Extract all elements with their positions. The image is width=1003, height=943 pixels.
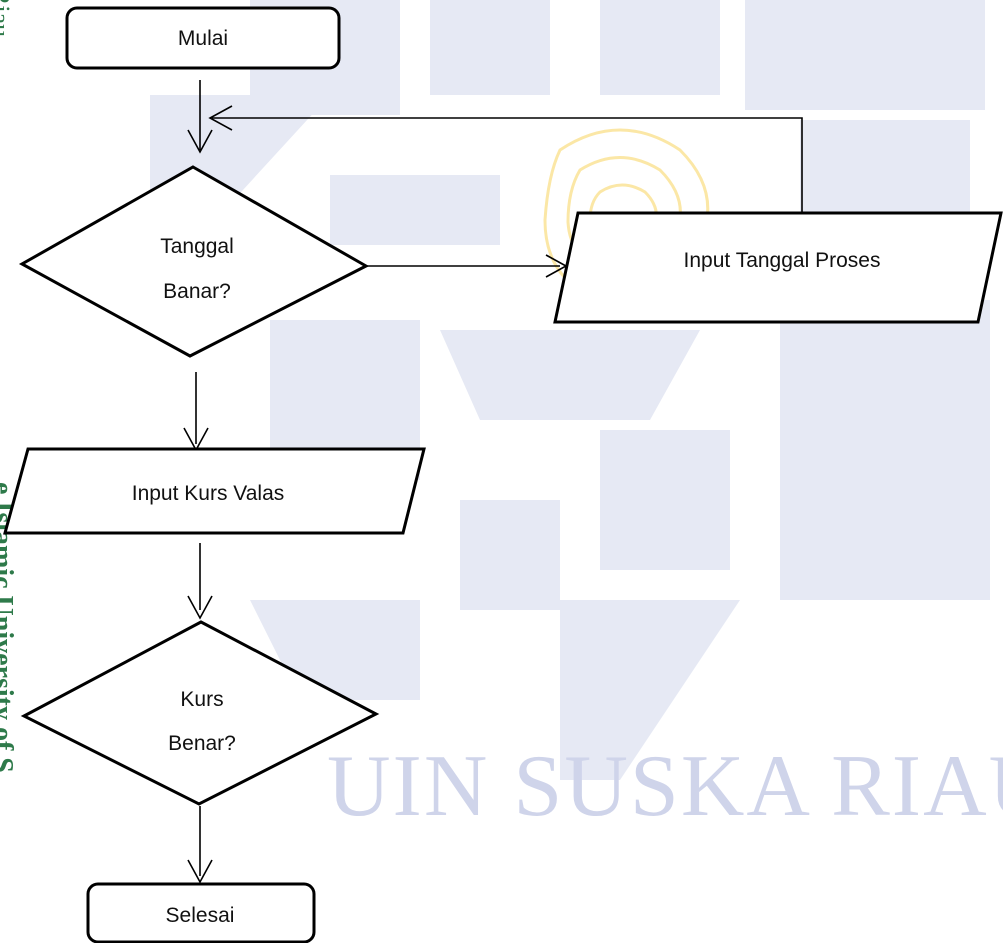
flowchart-node-decision-date: Tanggal Banar? [18,165,370,358]
flowchart-node-end: Selesai [86,882,316,943]
arrowhead [187,129,213,154]
logo-block [430,0,550,95]
logo-block [440,330,700,420]
node-label-input-date: Input Tanggal Proses [684,249,881,272]
node-label-start: Mulai [178,27,228,50]
logo-block [780,300,990,600]
side-watermark-text-top: Riau [0,0,15,37]
side-watermark-text-bottom: e Islamic University of S [0,482,18,773]
node-label-end: Selesai [166,904,235,927]
node-label-decision-date-line1: Tanggal [160,235,234,258]
arrowhead [208,105,233,131]
flowchart-node-input-rate: Input Kurs Valas [3,447,426,535]
node-label-input-rate: Input Kurs Valas [132,482,285,505]
node-label-decision-rate-line1: Kurs [180,688,223,711]
node-label-decision-rate-line2: Benar? [168,732,236,755]
input-output-shape [3,447,426,535]
decision-shape [18,165,370,358]
brand-watermark-text: UIN SUSKA RIAU [327,738,1003,835]
flowchart-node-decision-rate: Kurs Benar? [20,620,380,806]
logo-block [460,500,560,610]
flowchart-node-start: Mulai [65,6,341,70]
flowchart-node-input-date: Input Tanggal Proses [553,211,1003,324]
logo-block [745,0,985,110]
terminator-shape [86,882,316,943]
logo-block [600,0,720,95]
logo-block [600,430,730,570]
node-label-decision-date-line2: Banar? [163,280,231,303]
logo-block [560,600,740,780]
terminator-shape [65,6,341,70]
edge-input-date-to-decision-date [212,117,803,212]
flowchart-edges [183,80,803,884]
input-output-shape [553,211,1003,324]
arrowhead [187,595,213,620]
logo-block [330,175,500,245]
arrowhead [187,859,213,884]
decision-shape [20,620,380,806]
